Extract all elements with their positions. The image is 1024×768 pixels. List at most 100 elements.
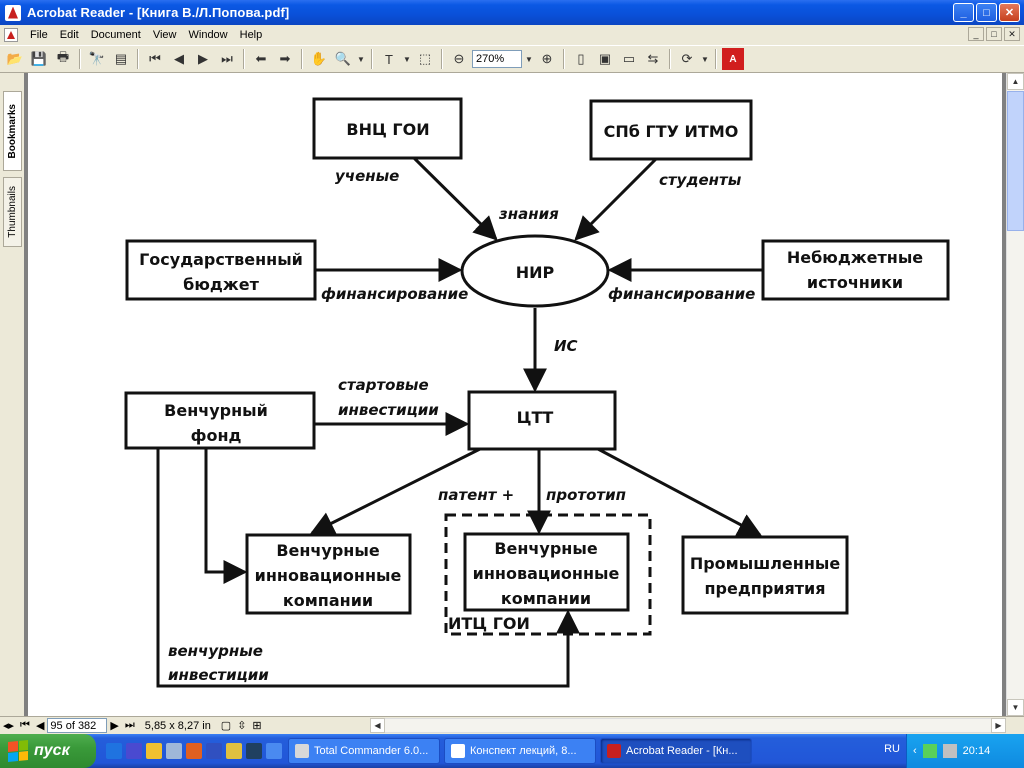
document-view[interactable]: ВНЦ ГОИ СПб ГТУ ИТМО Государственный бюд… — [24, 73, 1006, 716]
menu-bar: File Edit Document View Window Help _ □ … — [0, 25, 1024, 45]
text-select-icon[interactable]: T — [385, 51, 393, 67]
clock[interactable]: 20:14 — [962, 745, 991, 757]
status-last-page-icon[interactable]: ⏭ — [124, 719, 135, 731]
task-label: Конспект лекций, 8... — [470, 745, 577, 757]
vnc-goi-label: ВНЦ ГОИ — [346, 120, 429, 139]
document-window-controls: _ □ ✕ — [968, 27, 1020, 41]
zoom-in-icon[interactable]: ⊕ — [541, 51, 553, 66]
show-navigation-pane-icon[interactable]: ▤ — [114, 51, 128, 66]
snapshot-icon[interactable]: ⬚ — [418, 51, 432, 66]
toolbar-separator — [669, 49, 671, 69]
fit-page-icon[interactable]: ▣ — [598, 51, 612, 66]
quick-launch — [106, 743, 282, 759]
menu-document[interactable]: Document — [90, 29, 141, 41]
actual-size-icon[interactable]: ▯ — [577, 51, 585, 66]
show-more-icon[interactable] — [266, 743, 282, 759]
scroll-down-icon[interactable]: ▼ — [1007, 699, 1024, 716]
reflow-icon[interactable]: ⇆ — [647, 51, 659, 66]
taskbar: пуск Total Commander 6.0... Конспект лек… — [0, 734, 1024, 768]
title-bar[interactable]: Acrobat Reader - [Книга В./Л.Попова.pdf]… — [0, 0, 1024, 25]
zoom-level-dropdown-icon[interactable]: ▼ — [525, 54, 533, 64]
toolbar-separator — [563, 49, 565, 69]
close-button[interactable]: ✕ — [999, 3, 1020, 22]
last-page-icon[interactable]: ⏭ — [221, 51, 233, 66]
box-venture-fund — [124, 391, 316, 450]
box-industry — [681, 535, 849, 615]
previous-page-icon[interactable]: ◀ — [174, 51, 184, 66]
navigation-toggle-icon[interactable]: ◂▸ — [3, 720, 15, 732]
print-icon[interactable]: 🖶 — [56, 49, 70, 64]
text-select-dropdown-icon[interactable]: ▼ — [403, 54, 411, 64]
zoom-level-field[interactable]: 270% — [472, 50, 522, 68]
task-total-commander[interactable]: Total Commander 6.0... — [288, 738, 440, 764]
menu-view[interactable]: View — [152, 29, 177, 41]
menu-help[interactable]: Help — [239, 29, 263, 41]
scroll-right-icon[interactable]: ▶ — [991, 718, 1006, 733]
media-icon[interactable] — [186, 743, 202, 759]
single-page-icon[interactable]: ▢ — [220, 720, 232, 732]
menu-window[interactable]: Window — [188, 29, 228, 41]
status-first-page-icon[interactable]: ⏮ — [20, 719, 30, 731]
pencil-icon[interactable] — [146, 743, 162, 759]
adobe-logo-icon[interactable]: A — [722, 48, 744, 70]
save-icon[interactable]: 💾 — [30, 51, 48, 66]
label-startup-line1: стартовые — [338, 376, 429, 394]
language-indicator[interactable]: RU — [884, 743, 900, 755]
nonbudget-label-line2: источники — [807, 273, 903, 292]
continuous-icon[interactable]: ⇳ — [237, 720, 247, 732]
minimize-button[interactable]: _ — [953, 3, 974, 22]
vertical-scrollbar[interactable]: ▲ ▼ — [1006, 73, 1024, 716]
hand-tool-icon[interactable]: ✋ — [310, 51, 328, 66]
label-patent: патент + — [438, 486, 514, 504]
doc-restore-button[interactable]: □ — [986, 27, 1002, 41]
continuous-facing-icon[interactable]: ⊞ — [252, 720, 262, 732]
page-number-field[interactable]: 95 of 382 — [47, 718, 108, 733]
zoom-tool-icon[interactable]: 🔍 — [334, 51, 352, 66]
open-icon[interactable]: 📂 — [6, 51, 24, 66]
go-back-icon[interactable]: ⬅ — [255, 51, 267, 66]
arrow-ctt-to-industry — [597, 447, 763, 537]
menu-file[interactable]: File — [30, 29, 48, 41]
terminal-icon[interactable] — [246, 743, 262, 759]
toolbar-separator — [79, 49, 81, 69]
zoom-out-icon[interactable]: ⊖ — [453, 51, 465, 66]
go-forward-icon[interactable]: ➡ — [279, 51, 291, 66]
rotate-view-icon[interactable]: ⟳ — [681, 51, 693, 66]
scroll-left-icon[interactable]: ◀ — [370, 718, 385, 733]
speaker-icon[interactable] — [942, 744, 957, 758]
find-icon[interactable]: 🔭 — [88, 51, 106, 66]
rotate-view-dropdown-icon[interactable]: ▼ — [701, 54, 709, 64]
calculator-icon[interactable] — [166, 743, 182, 759]
maximize-button[interactable]: □ — [976, 3, 997, 22]
fit-width-icon[interactable]: ▭ — [622, 51, 636, 66]
zoom-tool-dropdown-icon[interactable]: ▼ — [357, 54, 365, 64]
arrow-vnc-to-nir — [412, 156, 498, 241]
word-icon — [451, 744, 465, 758]
document-icon[interactable] — [4, 28, 18, 42]
doc-close-button[interactable]: ✕ — [1004, 27, 1020, 41]
ie-icon[interactable] — [106, 743, 122, 759]
status-prev-page-icon[interactable]: ◀ — [35, 720, 45, 732]
start-button[interactable]: пуск — [0, 734, 96, 768]
scroll-up-icon[interactable]: ▲ — [1007, 73, 1024, 90]
first-page-icon[interactable]: ⏮ — [149, 51, 161, 66]
doc-minimize-button[interactable]: _ — [968, 27, 984, 41]
tray-expand-icon[interactable]: ‹ — [913, 745, 917, 757]
disk-icon[interactable] — [126, 743, 142, 759]
next-page-icon[interactable]: ▶ — [198, 51, 208, 66]
horizontal-scrollbar[interactable]: ◀ ▶ — [370, 718, 1006, 733]
fund-label-line2: фонд — [191, 426, 242, 445]
menu-edit[interactable]: Edit — [59, 29, 79, 41]
label-financing-left: финансирование — [321, 285, 468, 303]
vertical-scroll-thumb[interactable] — [1007, 91, 1024, 231]
tab-thumbnails[interactable]: Thumbnails — [3, 177, 22, 247]
tab-bookmarks[interactable]: Bookmarks — [3, 91, 22, 171]
tool-icon[interactable] — [226, 743, 242, 759]
chart-icon[interactable] — [206, 743, 222, 759]
task-word-doc[interactable]: Конспект лекций, 8... — [444, 738, 596, 764]
toolbar-separator — [371, 49, 373, 69]
network-icon[interactable] — [922, 744, 937, 758]
status-next-page-icon[interactable]: ▶ — [110, 720, 119, 732]
task-acrobat-reader[interactable]: Acrobat Reader - [Кн... — [600, 738, 752, 764]
budget-label-line2: бюджет — [183, 275, 259, 294]
